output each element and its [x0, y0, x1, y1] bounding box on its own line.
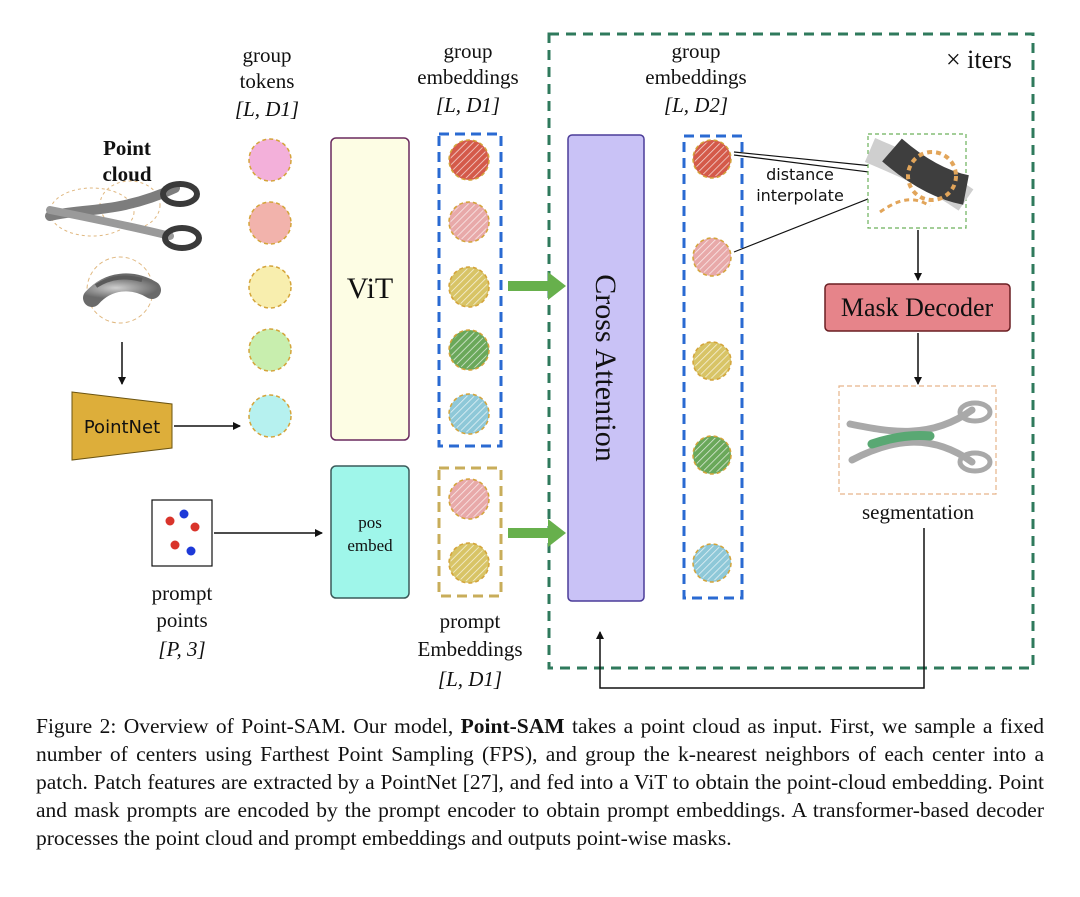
vit-label: ViT — [347, 272, 394, 305]
distance-line2: interpolate — [756, 186, 844, 205]
prompt-points-label: prompt points [P, 3] — [152, 581, 213, 661]
group-embeddings-2-header: group embeddings [L, D2] — [645, 39, 746, 117]
group-token-circle-4 — [248, 328, 292, 372]
output-embedding-circle-hatch-5 — [694, 545, 730, 581]
group-embeddings-column — [448, 139, 490, 435]
cross-attention-block — [567, 134, 645, 602]
group-embeddings-1-header: group embeddings [L, D1] — [417, 39, 518, 117]
prompt-points-line2: points — [156, 608, 207, 632]
prompt-points-line1: prompt — [152, 581, 213, 605]
group-embedding-circle-hatch-4 — [450, 331, 488, 369]
group-token-circle-2 — [248, 201, 292, 245]
green-arrow-embeddings — [508, 272, 566, 300]
pos-embed-line1: pos — [358, 513, 382, 532]
output-embedding-circle-hatch-1 — [694, 141, 730, 177]
figure-caption: Figure 2: Overview of Point-SAM. Our mod… — [36, 712, 1044, 852]
pos-embed-block — [330, 465, 410, 599]
group-token-circle-1 — [248, 138, 292, 182]
group-embeddings-2-line1: group — [672, 39, 721, 63]
pos-embed-label: pos embed — [347, 513, 393, 555]
prompt-embeddings-line1: prompt — [440, 609, 501, 633]
group-embeddings-1-dims: [L, D1] — [436, 93, 500, 117]
group-token-circle-5 — [248, 394, 292, 438]
group-embedding-circle-hatch-3 — [450, 268, 488, 306]
cross-attention-label: Cross Attention — [589, 274, 622, 462]
point-cloud-line1: Point — [103, 136, 151, 160]
group-tokens-header: group tokens [L, D1] — [235, 43, 299, 121]
pointnet-label: PointNet — [84, 417, 160, 438]
prompt-embeddings-column — [448, 478, 490, 584]
mask-decoder-block — [824, 283, 1011, 332]
group-embedding-circle-hatch-5 — [450, 395, 488, 433]
mask-decoder-label: Mask Decoder — [841, 293, 994, 322]
pointnet-block — [71, 391, 173, 461]
caption-model-name: Point-SAM — [460, 714, 565, 738]
group-tokens-dims: [L, D1] — [235, 97, 299, 121]
output-embedding-circle-hatch-2 — [694, 239, 730, 275]
output-embeddings-column — [692, 139, 732, 583]
output-embedding-circle-hatch-4 — [694, 437, 730, 473]
prompt-embeddings-dims: [L, D1] — [438, 667, 502, 691]
prompt-embedding-circle-hatch-1 — [450, 480, 488, 518]
group-embeddings-2-line2: embeddings — [645, 65, 746, 89]
segmentation-label: segmentation — [862, 500, 974, 524]
pos-embed-line2: embed — [347, 536, 393, 555]
architecture-diagram: × iters group tokens [L, D1] group embed… — [45, 32, 1035, 691]
output-embeddings-box — [682, 134, 744, 600]
group-tokens-line2: tokens — [240, 69, 295, 93]
distance-line1: distance — [766, 165, 834, 184]
prompt-point-markers — [165, 509, 200, 556]
prompt-points-box — [151, 499, 213, 567]
group-embeddings-2-dims: [L, D2] — [664, 93, 728, 117]
prompt-embedding-circle-hatch-2 — [450, 544, 488, 582]
caption-body: takes a point cloud as input. First, we … — [36, 714, 1044, 850]
prompt-embeddings-label: prompt Embeddings [L, D1] — [418, 609, 523, 691]
group-embedding-circle-hatch-2 — [450, 203, 488, 241]
group-embeddings-box — [437, 132, 503, 448]
vit-block — [330, 137, 410, 441]
group-embedding-circle-hatch-1 — [450, 141, 488, 179]
point-cloud-label: Point cloud — [102, 136, 151, 186]
feedback-loop-arrow — [596, 528, 925, 689]
iters-label: × iters — [946, 45, 1012, 74]
prompt-points-dims: [P, 3] — [158, 637, 205, 661]
group-tokens-column — [248, 138, 292, 438]
output-embedding-circle-hatch-3 — [694, 343, 730, 379]
scissors-point-cloud-image — [45, 180, 202, 324]
caption-prefix: Figure 2: Overview of Point-SAM. Our mod… — [36, 714, 461, 738]
point-cloud-line2: cloud — [102, 162, 151, 186]
prompt-embeddings-line2: Embeddings — [418, 637, 523, 661]
green-arrow-prompt — [508, 519, 566, 547]
group-tokens-line1: group — [243, 43, 292, 67]
zoomed-patch-image — [864, 133, 974, 229]
iteration-box — [547, 32, 1035, 670]
group-embeddings-1-line2: embeddings — [417, 65, 518, 89]
group-token-circle-3 — [248, 265, 292, 309]
segmentation-image — [838, 385, 997, 495]
distance-interpolate-label: distance interpolate — [756, 165, 844, 205]
group-embeddings-1-line1: group — [444, 39, 493, 63]
